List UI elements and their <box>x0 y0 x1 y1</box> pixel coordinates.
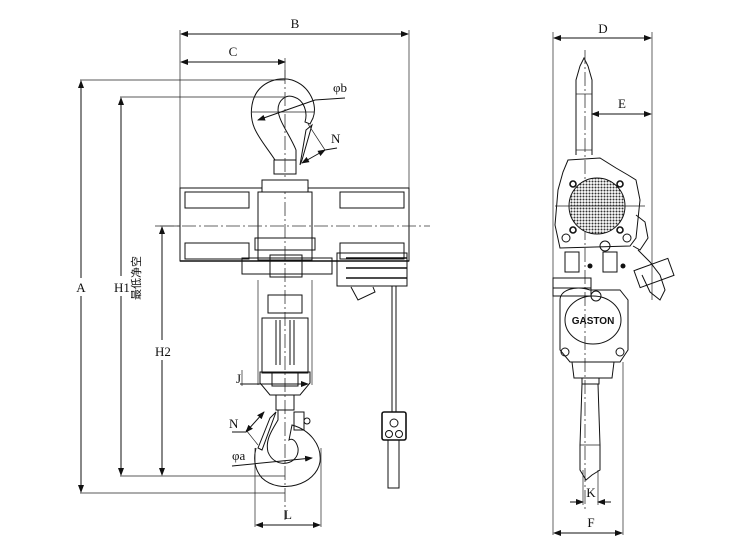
dimension-n-top-label: N <box>331 131 341 146</box>
side-motor <box>554 157 645 252</box>
side-bottom-hook <box>579 377 601 481</box>
dimension-k: K <box>570 470 611 505</box>
pendant-control <box>381 286 407 489</box>
dimension-k-label: K <box>586 485 596 500</box>
dimension-n-top: N <box>301 123 341 164</box>
dimension-h2-label: H2 <box>155 344 171 359</box>
dimension-n-bottom-label: N <box>229 416 239 431</box>
dimension-l: L <box>254 448 322 528</box>
dimension-e: E <box>591 96 652 117</box>
dimension-l-label: L <box>284 507 292 522</box>
dimension-phi-b-label: φb <box>333 80 347 95</box>
side-top-hook <box>575 50 593 510</box>
side-view: D E <box>552 21 675 536</box>
dimension-b-label: B <box>291 16 300 31</box>
dimension-n-bottom: N <box>229 411 265 446</box>
dimension-c: C <box>180 44 286 80</box>
chain-guide <box>257 280 313 396</box>
dimension-a-label: A <box>76 280 86 295</box>
dimension-f: F <box>553 362 624 536</box>
dimension-phi-b: φb <box>257 80 347 121</box>
min-headroom-note: 最低净空 <box>129 256 143 300</box>
dimension-c-label: C <box>229 44 238 59</box>
dimension-e-label: E <box>618 96 626 111</box>
dimension-d-label: D <box>598 21 607 36</box>
dimension-j: J <box>236 370 309 387</box>
dimension-phi-a-label: φa <box>232 448 246 463</box>
brand-label: GASTON <box>572 316 615 327</box>
dimension-phi-a: φa <box>231 448 313 467</box>
dimension-h1: H1 最低净空 <box>112 96 285 477</box>
dimension-j-label: J <box>236 371 241 386</box>
dimension-f-label: F <box>587 515 594 530</box>
dimension-h1-label: H1 <box>114 280 130 295</box>
dimension-b: B <box>179 16 410 190</box>
dimension-a: A <box>74 79 285 494</box>
side-chain-hook <box>632 214 675 301</box>
bottom-hook <box>254 394 321 487</box>
side-gearbox: GASTON <box>552 251 629 379</box>
controller-box <box>336 252 408 301</box>
dimension-h2: H2 <box>152 225 180 476</box>
hoist-body <box>160 179 430 278</box>
front-view: B C A H1 最低净空 H <box>74 16 430 528</box>
